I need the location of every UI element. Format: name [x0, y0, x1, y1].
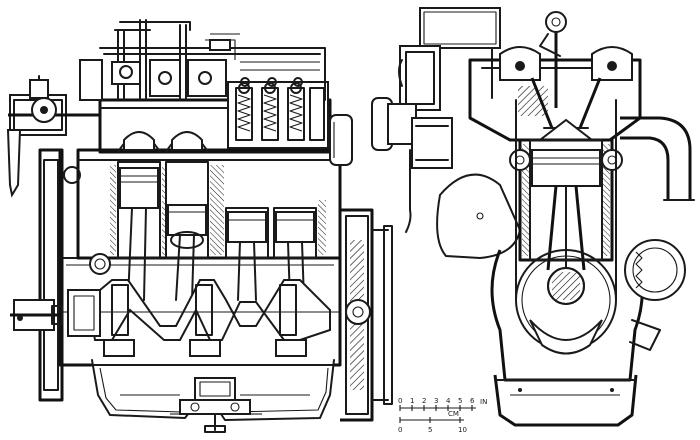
- valve-springs: [227, 81, 329, 149]
- oil-pump-assembly: [170, 377, 262, 433]
- scale-inch-label: 5: [458, 397, 462, 405]
- side-generator: [371, 97, 453, 233]
- scale-inch-label: 4: [446, 397, 451, 405]
- air-intake-box: [398, 7, 501, 111]
- head-transverse: [468, 11, 642, 142]
- cylinder-block: [76, 148, 342, 260]
- crankshaft: [60, 279, 340, 357]
- scale-cm-label: 5: [428, 426, 432, 434]
- fuel-pipework: [79, 19, 326, 101]
- crank-pulley: [10, 299, 63, 331]
- crankcase-transverse: [490, 239, 686, 382]
- timing-gear-case: [38, 148, 111, 402]
- scale-inch-label: 6: [470, 397, 475, 405]
- side-cover: [436, 173, 522, 260]
- exhaust-pipe: [620, 116, 695, 201]
- sump-transverse: [493, 374, 638, 427]
- scale-cm-unit: CM: [448, 410, 459, 418]
- pistons: [119, 167, 315, 249]
- flywheel: [340, 208, 393, 422]
- cylinder-transverse: [509, 99, 623, 301]
- longitudinal-section: [6, 19, 393, 433]
- injection-pump: [6, 75, 100, 198]
- scale-cm-label: 0: [398, 426, 402, 434]
- scale-inch-label: 1: [410, 397, 414, 405]
- transverse-section: [371, 7, 695, 427]
- scale-inch-label: 0: [398, 397, 402, 405]
- exhaust-outlet: [329, 114, 353, 166]
- scale-inch-label: 2: [422, 397, 426, 405]
- scale-inch-label: 3: [434, 397, 438, 405]
- scale-inch-unit: IN: [480, 398, 487, 406]
- scale-cm-label: 10: [458, 426, 467, 434]
